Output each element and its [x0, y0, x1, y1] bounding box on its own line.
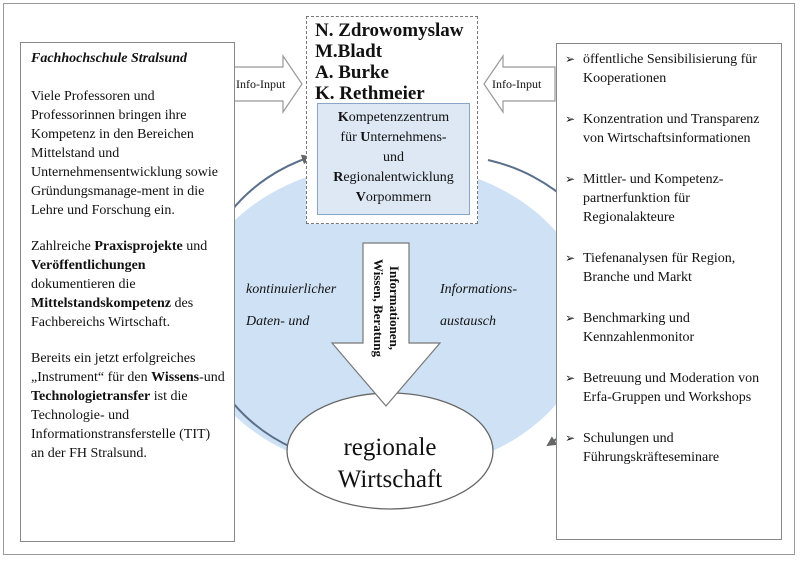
- block-arrow-line-2: Wissen, Beratung: [371, 259, 386, 357]
- block-arrow-line-1: Informationen,: [387, 265, 402, 351]
- kompetenzzentrum-line: und: [383, 150, 404, 165]
- text-run: nternehmens-: [370, 130, 447, 145]
- bold-initial: K: [337, 110, 349, 125]
- kompetenzzentrum-line: für Unternehmens-: [318, 128, 469, 148]
- fachhochschule-box: Fachhochschule Stralsund Viele Professor…: [20, 42, 235, 542]
- service-item: ➢ öffentliche Sensibilisierung für Kooper…: [565, 50, 775, 88]
- regionale-wirtschaft-line-2: Wirtschaft: [337, 466, 443, 493]
- arrowhead-bullet-icon: ➢: [565, 52, 576, 66]
- team-name: A. Burke: [315, 62, 389, 83]
- flow-right-line-2: austausch: [440, 314, 496, 329]
- service-item-label: Konzentration und Transparenz von Wirtsc…: [583, 112, 760, 146]
- fachhochschule-paragraph-1: Viele Professoren und Professorinnen bri…: [31, 89, 219, 218]
- fachhochschule-paragraph-2: Zahlreiche Praxisprojekte und Veröffentl…: [31, 237, 226, 332]
- regionale-wirtschaft-label: regionale Wirtschaft: [313, 432, 467, 496]
- team-name: N. Zdrowomyslaw: [315, 20, 464, 41]
- arrowhead-bullet-icon: ➢: [565, 172, 576, 186]
- bold-run: Praxisprojekte: [94, 239, 183, 254]
- arrowhead-bullet-icon: ➢: [565, 371, 576, 385]
- block-arrow-text: Informationen, Wissen, Beratung: [370, 259, 402, 357]
- text-run: für: [340, 130, 361, 145]
- service-item-label: Schulungen und Führungskräfteseminare: [583, 431, 720, 465]
- flow-right-line-1: Informations-: [440, 282, 517, 297]
- text-run: orpommern: [365, 190, 432, 205]
- fachhochschule-paragraph-3: Bereits ein jetzt erfolgreiches „Instrum…: [31, 349, 226, 463]
- arrowhead-bullet-icon: ➢: [565, 431, 576, 445]
- service-item-label: Tiefenanalysen für Region, Branche und M…: [583, 251, 736, 285]
- arrowhead-bullet-icon: ➢: [565, 251, 576, 265]
- services-list: ➢ öffentliche Sensibilisierung für Kooper…: [565, 50, 775, 467]
- kompetenzzentrum-line: Kompetenzzentrum: [318, 108, 469, 128]
- info-input-left-label: Info-Input: [236, 77, 286, 91]
- text-run: des Fachbereichs Wirtschaft.: [31, 296, 194, 330]
- kompetenzzentrum-line: Vorpommern: [318, 188, 469, 208]
- text-run: egionalentwicklung: [343, 170, 454, 185]
- info-input-right-arrow: [483, 54, 556, 114]
- arrowhead-bullet-icon: ➢: [565, 112, 576, 126]
- service-item: ➢ Benchmarking und Kennzahlenmonitor: [565, 309, 775, 347]
- bold-run: Technologietransfer: [31, 389, 151, 404]
- service-item: ➢ Betreuung und Moderation von Erfa-Grupp…: [565, 369, 775, 407]
- text-run: Bereits ein jetzt erfolgreiches „Instrum…: [31, 351, 196, 385]
- diagram-frame: [3, 3, 795, 555]
- text-run: ompetenzzentrum: [348, 110, 450, 125]
- bold-run: Veröffentlichungen: [31, 258, 146, 273]
- services-box: ➢ öffentliche Sensibilisierung für Kooper…: [556, 43, 782, 540]
- flow-left-line-2: Daten- und: [246, 314, 310, 329]
- bold-initial: R: [333, 170, 344, 185]
- text-run: und: [182, 239, 208, 254]
- bold-initial: V: [355, 190, 366, 205]
- bold-run: Wissens: [151, 370, 200, 385]
- arrowhead-bullet-icon: ➢: [565, 311, 576, 325]
- down-block-arrow: [330, 242, 442, 407]
- service-item-label: Benchmarking und Kennzahlenmonitor: [583, 311, 695, 345]
- team-name: K. Rethmeier: [315, 83, 425, 104]
- regionale-wirtschaft-line-1: regionale: [343, 434, 437, 461]
- service-item-label: Betreuung und Moderation von Erfa-Gruppe…: [583, 371, 760, 405]
- text-run: ist die Technologie- und Informationstra…: [31, 389, 211, 461]
- text-run: -und: [199, 370, 225, 385]
- team-name: M.Bladt: [315, 41, 383, 62]
- service-item-label: Mittler- und Kompetenz-partnerfunktion f…: [583, 172, 724, 225]
- info-input-left-arrow: [230, 54, 303, 114]
- fachhochschule-title: Fachhochschule Stralsund: [31, 51, 187, 66]
- flow-left-line-1: kontinuierlicher: [246, 282, 337, 297]
- bold-run: Mittelstandskompetenz: [31, 296, 171, 311]
- service-item-label: öffentliche Sensibilisierung für Koopera…: [583, 52, 757, 86]
- bold-initial: U: [360, 130, 371, 145]
- service-item: ➢ Mittler- und Kompetenz-partnerfunktion …: [565, 170, 775, 227]
- service-item: ➢ Tiefenanalysen für Region, Branche und …: [565, 249, 775, 287]
- kompetenzzentrum-box: Kompetenzzentrum für Unternehmens- und R…: [317, 103, 470, 215]
- service-item: ➢ Schulungen und Führungskräfteseminare: [565, 429, 775, 467]
- service-item: ➢ Konzentration und Transparenz von Wirts…: [565, 110, 775, 148]
- text-run: Zahlreiche: [31, 239, 95, 254]
- info-input-right-label: Info-Input: [492, 77, 542, 91]
- kompetenzzentrum-line: Regionalentwicklung: [318, 168, 469, 188]
- text-run: dokumentieren die: [31, 277, 136, 292]
